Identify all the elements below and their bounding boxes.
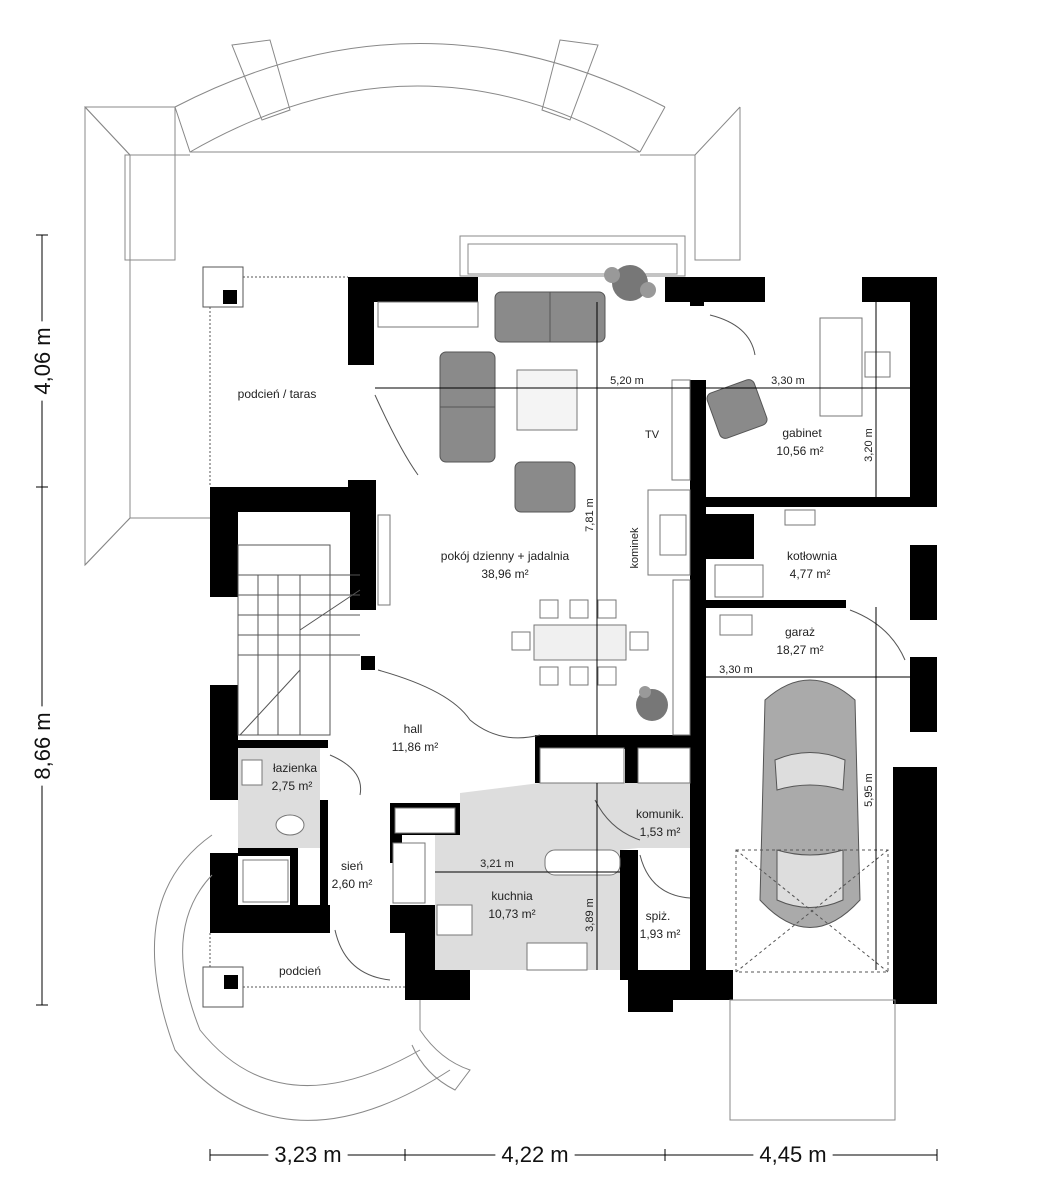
driveway [729,999,896,1121]
sideboard [377,301,479,328]
room-label-spiz: spiż. [646,909,671,923]
sofa-left [439,351,496,463]
outer-dim-4-45: 4,45 m [759,1142,826,1167]
dim-5-20: 5,20 m [610,375,644,387]
boiler [714,564,764,598]
dim-3-30-gabinet: 3,30 m [771,375,805,387]
inner-dimensions [375,302,910,970]
dim-3-30-garaz: 3,30 m [719,664,753,676]
washbasin [241,759,263,786]
dim-7-81: 7,81 m [584,498,596,532]
room-area-hall: 11,86 m² [392,740,438,754]
cooktop [436,904,473,936]
car-bay [735,849,889,973]
terrace-edges [209,276,405,988]
room-label-garaz: garaż [785,625,815,639]
wall-cabinet [377,514,391,606]
dim-label-backing [495,1140,575,1169]
room-label-hall: hall [404,722,423,736]
room-area-lazienka: 2,75 m² [272,779,313,793]
fireplace-insert [659,514,687,556]
toilet [275,814,305,836]
plant-dining [636,686,668,721]
room-label-gabinet: gabinet [782,426,822,440]
dim-label-backing [28,321,57,401]
room-area-kuchnia: 10,73 m² [488,907,535,921]
kitchen-island [544,849,621,876]
room-label-sien: sień [341,859,363,873]
room-area-spiz: 1,93 m² [640,927,681,941]
dining-table [511,599,649,686]
fridge [394,807,456,834]
plant-top [604,265,656,301]
dim-label-backing [268,1140,348,1169]
cabinet-right [637,747,691,784]
dim-label-backing [28,706,57,786]
room-area-gabinet: 10,56 m² [776,444,823,458]
shower [242,859,289,903]
tv-label: TV [645,429,660,441]
car-icon [759,679,861,928]
dim-3-89: 3,89 m [584,898,596,932]
outer-dim-4-22: 4,22 m [501,1142,568,1167]
dim-3-21: 3,21 m [480,858,514,870]
room-area-kotlownia: 4,77 m² [790,567,831,581]
room-label-podcien-taras: podcień / taras [238,387,317,401]
room-area-garaz: 18,27 m² [776,643,823,657]
outer-dim-4-06: 4,06 m [30,327,55,394]
office-chair [706,379,768,439]
room-label-kuchnia: kuchnia [491,889,533,903]
pantry-unit [392,842,426,904]
outer-dim-3-23: 3,23 m [274,1142,341,1167]
room-label-pokoj: pokój dzienny + jadalnia [441,549,570,563]
armchair [514,461,576,513]
room-area-sien: 2,60 m² [332,877,373,891]
sofa-top [494,291,606,343]
boiler-sink [784,509,816,526]
outer-dim-8-66: 8,66 m [30,712,55,779]
garage-sink [719,614,753,636]
tv-cabinet [671,379,691,481]
room-area-komunik: 1,53 m² [640,825,681,839]
kitchen-cabinet-top [539,747,625,784]
pillar-top [202,266,244,308]
coffee-table [516,369,578,431]
desk [819,317,863,417]
dim-label-backing [753,1140,833,1169]
room-label-kotlownia: kotłownia [787,549,837,563]
room-label-lazienka: łazienka [273,761,317,775]
terrace-outline [83,39,741,567]
desk-chair [864,351,891,378]
dim-3-20: 3,20 m [863,428,875,462]
doors [329,314,906,981]
kitchen-sink [526,942,588,971]
kominek-label: kominek [629,527,641,568]
dim-5-95: 5,95 m [863,773,875,807]
room-label-komunik: komunik. [636,807,684,821]
curved-steps [153,834,471,1121]
room-area-pokoj: 38,96 m² [481,567,528,581]
wall-unit [672,579,691,736]
room-label-podcien: podcień [279,964,321,978]
kitchen-floor [435,783,690,970]
staircase [237,544,361,736]
